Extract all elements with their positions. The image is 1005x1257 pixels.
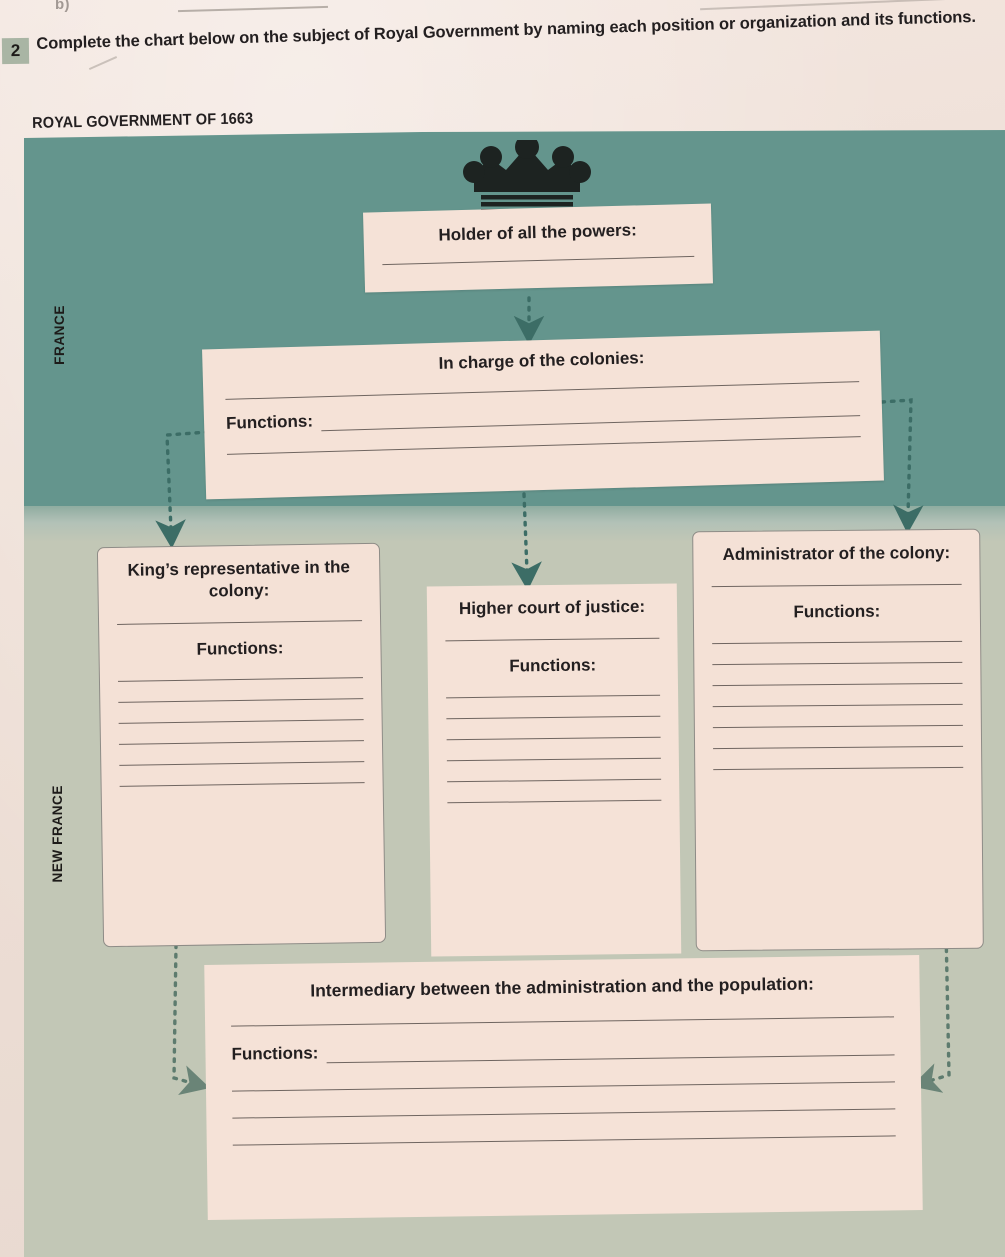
zone-label-france: FRANCE xyxy=(52,305,67,365)
function-line[interactable] xyxy=(118,719,364,725)
function-line[interactable] xyxy=(446,694,661,699)
functions-label: Functions: xyxy=(225,411,314,433)
answer-rule-fragment-1 xyxy=(178,5,328,13)
function-line[interactable] xyxy=(712,662,963,666)
question-header: b) 2 Complete the chart below on the sub… xyxy=(0,0,1005,118)
node-title: Higher court of justice: xyxy=(458,596,646,619)
function-line[interactable] xyxy=(117,677,363,683)
node-kings-representative[interactable]: King’s representative in the colony: Fun… xyxy=(96,542,387,948)
function-line[interactable] xyxy=(446,715,661,720)
functions-label: Functions: xyxy=(509,655,597,676)
function-line[interactable] xyxy=(447,778,662,783)
node-holder-of-all-powers[interactable]: Holder of all the powers: xyxy=(363,203,713,293)
answer-line[interactable] xyxy=(231,1016,895,1027)
pencil-mark xyxy=(88,55,118,71)
function-line[interactable] xyxy=(446,757,661,762)
node-title: Holder of all the powers: xyxy=(438,220,637,245)
function-line[interactable] xyxy=(712,725,963,729)
function-line[interactable] xyxy=(119,782,365,788)
function-line[interactable] xyxy=(712,704,963,708)
node-title: Administrator of the colony: xyxy=(722,543,951,564)
function-line[interactable] xyxy=(226,436,861,455)
node-intermediary[interactable]: Intermediary between the administration … xyxy=(204,955,923,1220)
node-title: King’s representative in the colony: xyxy=(127,557,351,601)
previous-question-stub: b) xyxy=(55,0,70,13)
function-line[interactable] xyxy=(712,641,963,645)
royal-government-chart: FRANCE NEW FRANCE xyxy=(24,130,1005,1257)
crown-icon xyxy=(452,135,602,222)
node-title: Intermediary between the administration … xyxy=(310,973,815,1001)
function-line[interactable] xyxy=(321,415,861,432)
function-line[interactable] xyxy=(232,1081,895,1092)
function-line[interactable] xyxy=(446,736,661,741)
node-administrator-of-colony[interactable]: Administrator of the colony: Functions: xyxy=(692,528,984,952)
answer-line[interactable] xyxy=(445,637,660,642)
question-number: 2 xyxy=(1,37,30,65)
function-line[interactable] xyxy=(713,767,964,771)
functions-label: Functions: xyxy=(196,638,284,659)
answer-line[interactable] xyxy=(225,381,860,400)
answer-line[interactable] xyxy=(711,584,962,588)
node-title: In charge of the colonies: xyxy=(438,348,645,373)
zone-label-new-france: NEW FRANCE xyxy=(50,785,65,883)
answer-line[interactable] xyxy=(382,256,695,266)
function-line[interactable] xyxy=(447,799,662,804)
function-line[interactable] xyxy=(232,1108,896,1119)
node-in-charge-of-colonies[interactable]: In charge of the colonies: Functions: xyxy=(202,330,884,500)
function-line[interactable] xyxy=(232,1135,896,1146)
function-line[interactable] xyxy=(712,683,963,687)
answer-line[interactable] xyxy=(117,620,363,626)
node-higher-court-of-justice[interactable]: Higher court of justice: Functions: xyxy=(426,583,682,957)
function-line[interactable] xyxy=(118,698,364,704)
function-line[interactable] xyxy=(118,740,364,746)
function-line[interactable] xyxy=(119,761,365,767)
functions-label: Functions: xyxy=(231,1043,319,1064)
functions-label: Functions: xyxy=(793,601,881,622)
function-line[interactable] xyxy=(713,746,964,750)
function-line[interactable] xyxy=(326,1054,895,1064)
